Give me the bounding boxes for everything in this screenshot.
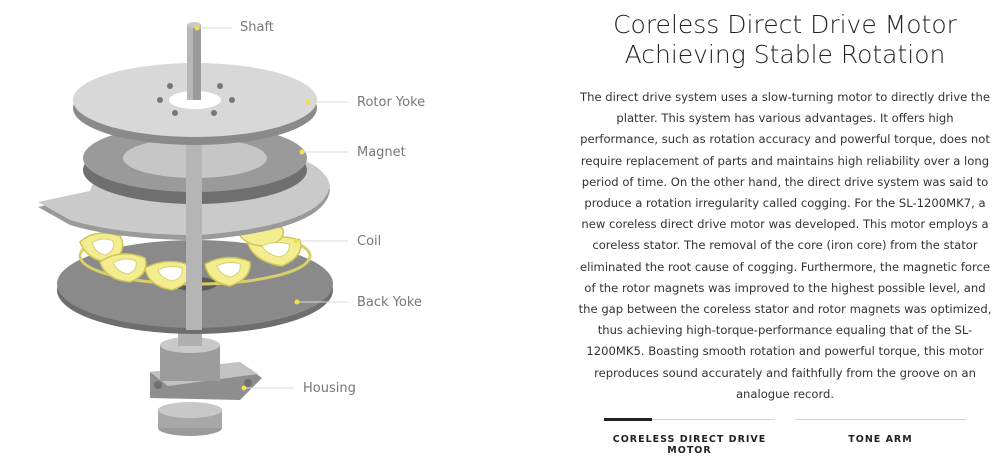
title-line-2: Achieving Stable Rotation: [624, 40, 946, 69]
tab-progress-fill: [604, 418, 652, 421]
shaft-body: [186, 90, 202, 330]
tab-tone-arm[interactable]: TONE ARM: [795, 414, 966, 454]
label-coil: Coil: [357, 234, 382, 249]
tab-label: CORELESS DIRECT DRIVE MOTOR: [612, 434, 767, 456]
page-title: Coreless Direct Drive Motor Achieving St…: [578, 10, 992, 70]
label-magnet: Magnet: [357, 145, 406, 160]
label-back-yoke: Back Yoke: [357, 295, 422, 310]
tab-label: TONE ARM: [848, 434, 913, 445]
shaft-part: [187, 22, 201, 100]
tab-progress-track: [604, 419, 775, 420]
tab-progress-track: [795, 419, 966, 420]
label-shaft: Shaft: [240, 20, 274, 35]
leader-lines: [197, 27, 348, 389]
motor-illustration: [38, 22, 348, 436]
label-housing: Housing: [303, 381, 356, 396]
motor-exploded-diagram: Shaft Rotor Yoke Magnet Coil Back Yoke H…: [38, 20, 426, 436]
feature-tabs: CORELESS DIRECT DRIVE MOTOR TONE ARM: [604, 414, 966, 456]
title-line-1: Coreless Direct Drive Motor: [613, 10, 957, 39]
tab-coreless-direct-drive-motor[interactable]: CORELESS DIRECT DRIVE MOTOR: [604, 414, 775, 456]
label-rotor-yoke: Rotor Yoke: [357, 95, 426, 110]
description-text: The direct drive system uses a slow-turn…: [578, 90, 992, 401]
feature-content: Coreless Direct Drive Motor Achieving St…: [578, 0, 992, 459]
leader-dots: [194, 25, 311, 391]
rotor-yoke-part: [73, 63, 317, 145]
